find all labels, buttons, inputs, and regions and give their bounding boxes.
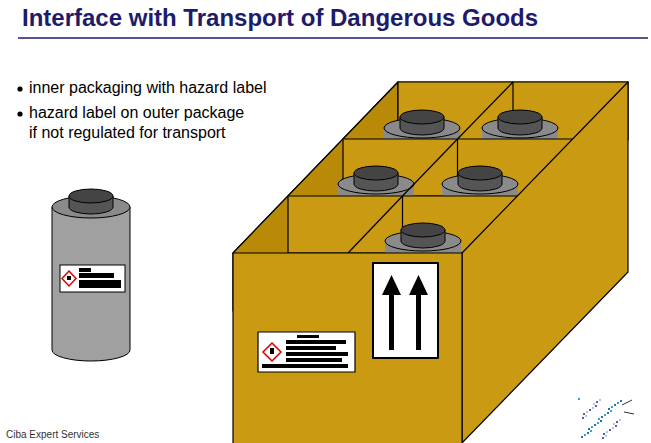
bottle-cap [442, 166, 518, 198]
inner-packaging [52, 189, 130, 361]
title-rule [18, 37, 648, 39]
bottle-cap [385, 223, 461, 255]
bullet-text: inner packaging with hazard label [29, 78, 329, 98]
slide-title: Interface with Transport of Dangerous Go… [22, 4, 538, 32]
bullet [17, 86, 22, 91]
footer-text: Ciba Expert Services [6, 429, 99, 440]
bullet [17, 111, 22, 116]
outer-package [233, 82, 628, 443]
bottle-cap [482, 110, 558, 142]
logo-mark [578, 398, 634, 439]
bullet-text: hazard label on outer package if not reg… [29, 103, 251, 143]
bottle-cap [384, 110, 460, 142]
bottle-cap [338, 166, 414, 198]
